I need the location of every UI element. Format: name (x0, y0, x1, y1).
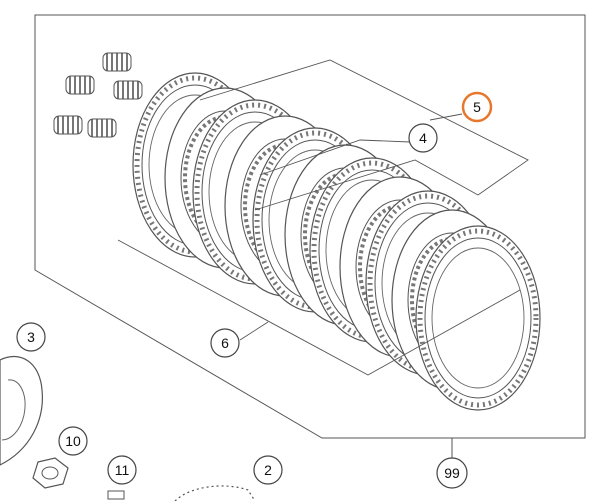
leader-5-callout (429, 113, 463, 121)
callout-4[interactable]: 4 (408, 123, 438, 153)
cover-detail (1, 379, 26, 441)
kit-frame (34, 14, 586, 439)
clutch-spring-icon (113, 80, 143, 100)
clutch-spring-icon (102, 52, 132, 72)
leader-6-callout (239, 321, 269, 341)
clutch-spring-icon (87, 118, 117, 138)
leader-5 (199, 59, 529, 211)
callout-3-label: 3 (27, 329, 35, 345)
leader-lines (117, 59, 529, 376)
nut-hole (41, 466, 59, 480)
callout-5-label: 5 (473, 99, 481, 115)
callout-99-label: 99 (444, 465, 460, 481)
cover-icon (0, 355, 43, 466)
lower-parts (0, 355, 256, 501)
callout-5[interactable]: 5 (461, 91, 493, 123)
clutch-disc-icon (416, 226, 540, 410)
callout-6[interactable]: 6 (210, 328, 240, 358)
callout-10-label: 10 (65, 433, 81, 449)
callout-11-label: 11 (115, 462, 130, 478)
callout-3[interactable]: 3 (16, 322, 46, 352)
clutch-spring-icon (65, 75, 95, 95)
callout-2-label: 2 (264, 462, 272, 478)
callout-11[interactable]: 11 (107, 455, 137, 485)
clutch-springs (53, 52, 143, 138)
leader-6 (117, 239, 521, 376)
callout-4-label: 4 (419, 130, 427, 146)
callout-6-label: 6 (221, 335, 229, 351)
callout-10[interactable]: 10 (58, 426, 88, 456)
callout-99[interactable]: 99 (436, 457, 468, 489)
washer-icon (107, 490, 125, 500)
leader-4 (259, 139, 411, 176)
clutch-spring-icon (53, 115, 83, 135)
callout-2[interactable]: 2 (253, 455, 283, 485)
basket-edge (174, 485, 256, 501)
clutch-disc-stack (133, 73, 540, 410)
